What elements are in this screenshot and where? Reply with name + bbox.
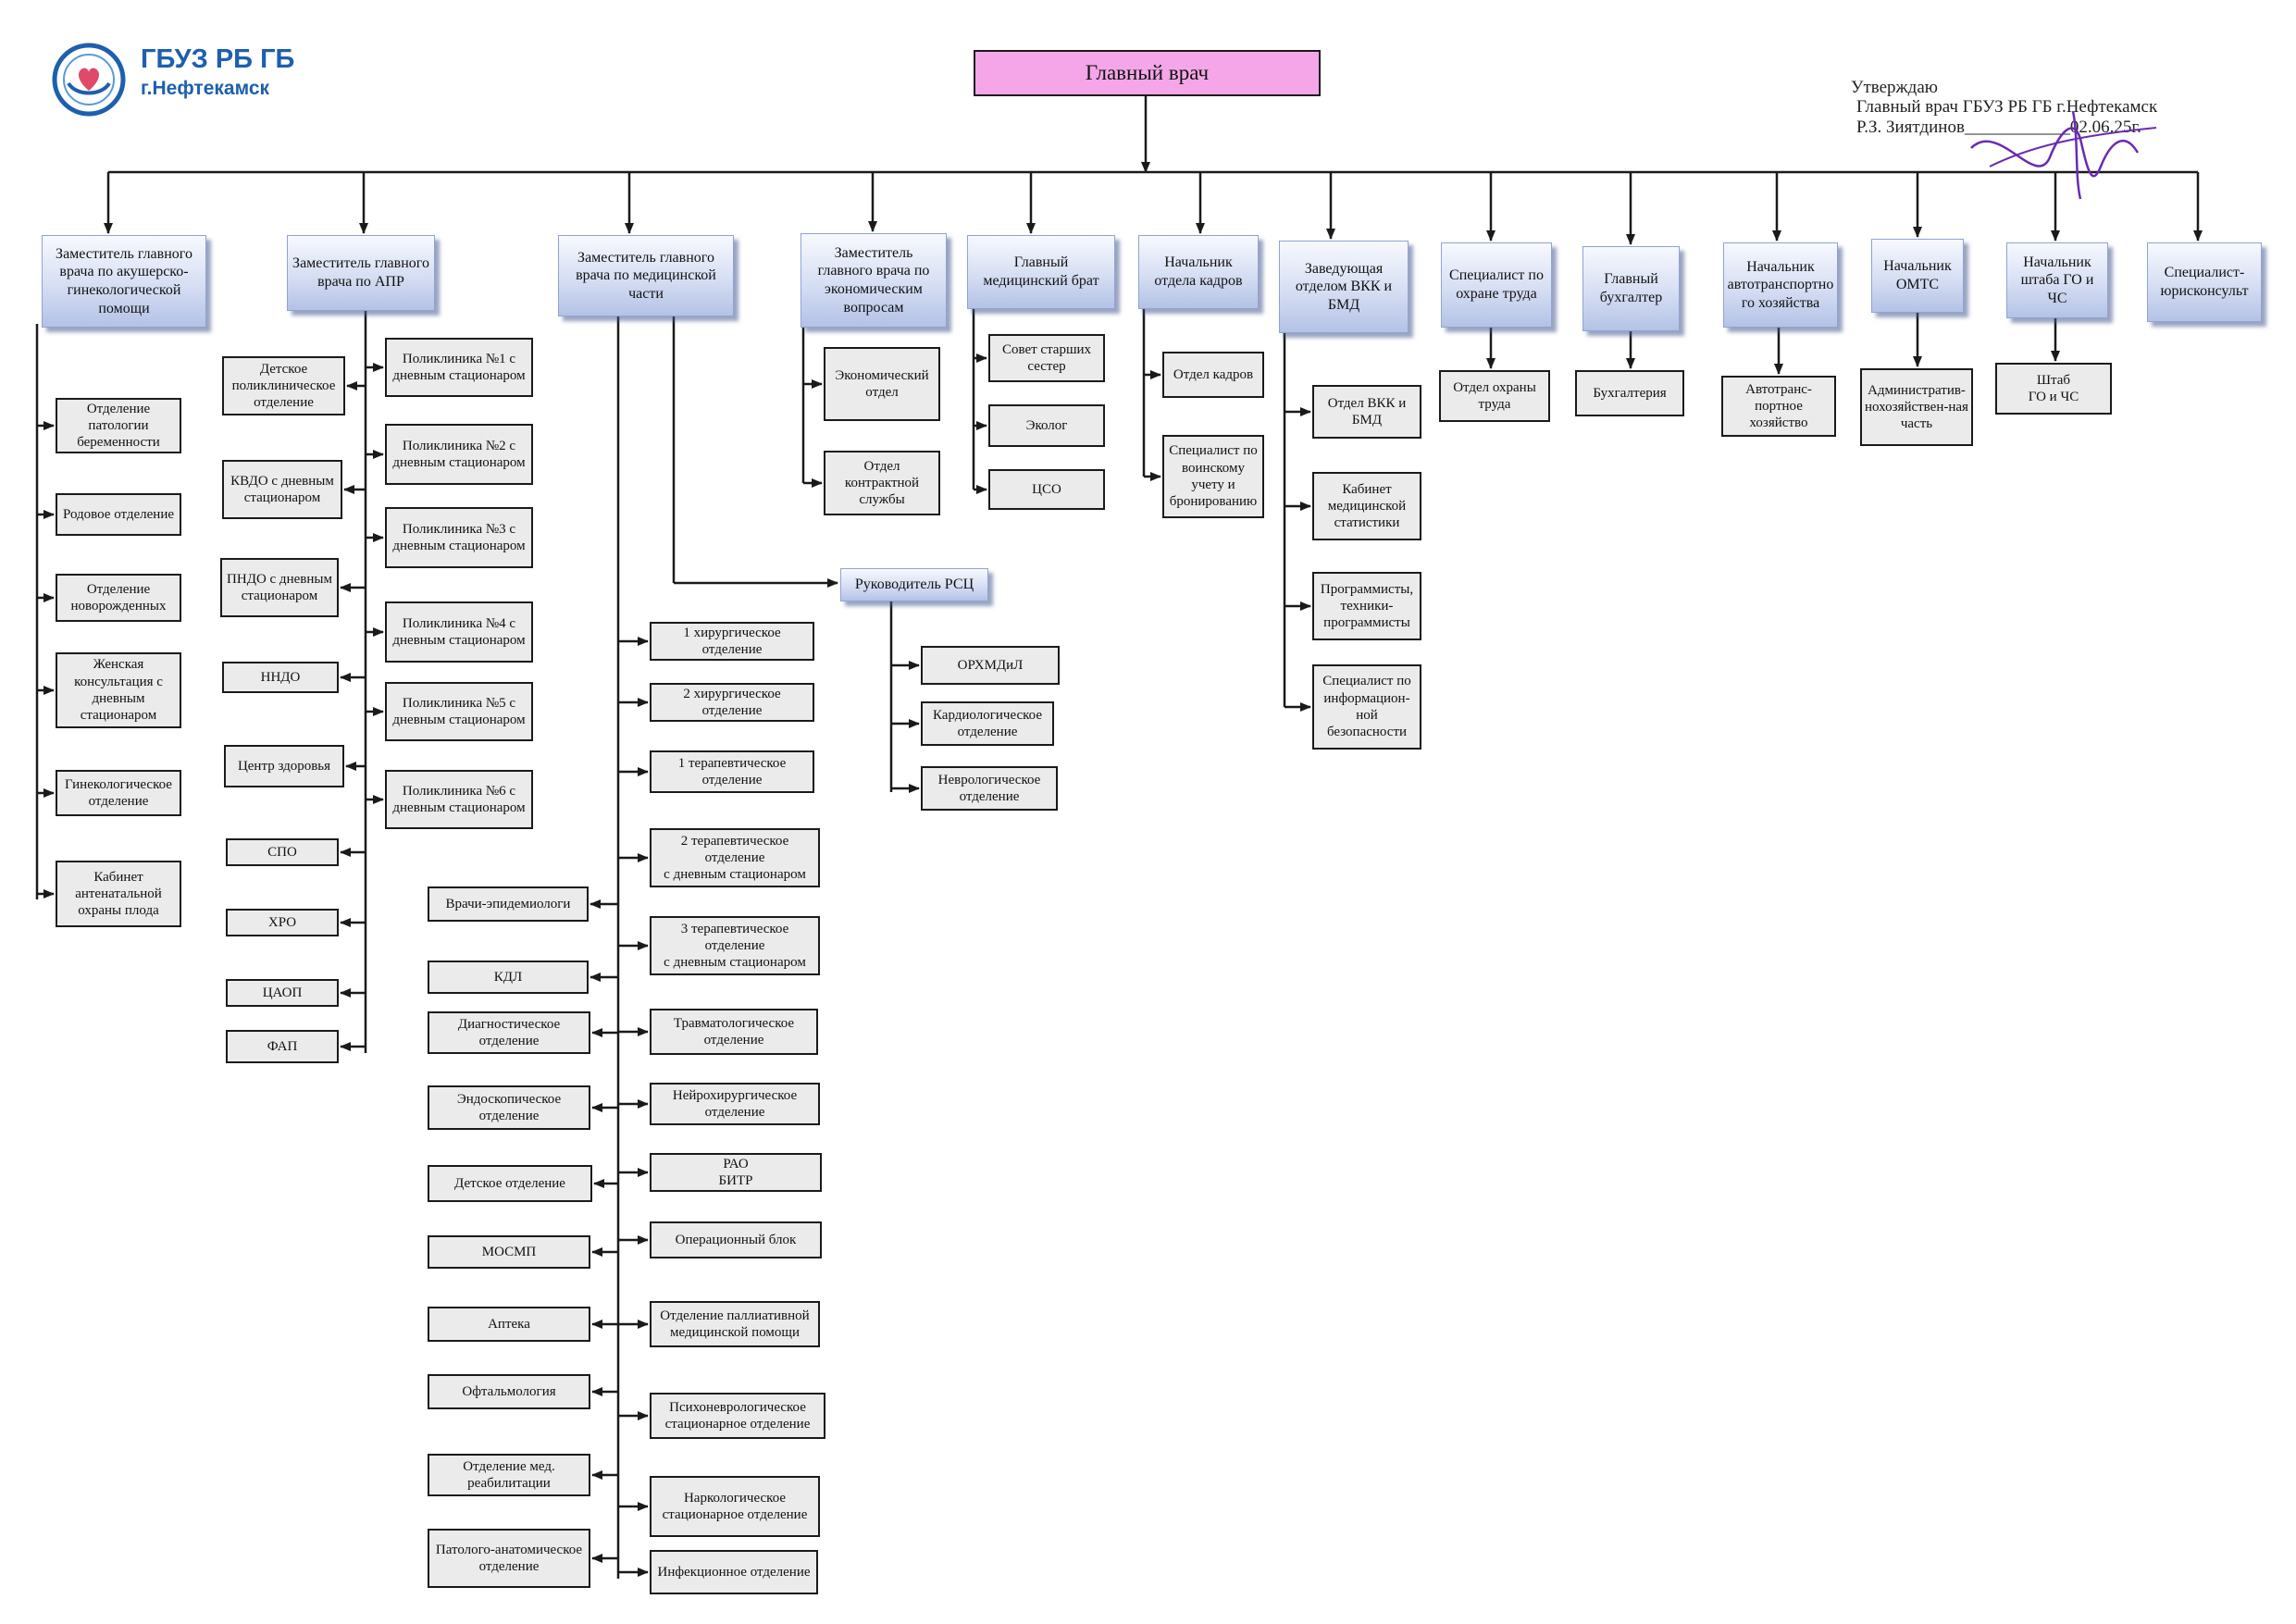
head-accountant: Главный бухгалтер (1582, 246, 1680, 331)
apr-right-unit: Поликлиника №4 с дневным стационаром (385, 601, 533, 663)
rsc-unit: Неврологическое отделение (921, 766, 1058, 811)
medical-right-unit: Инфекционное отделение (650, 1550, 818, 1594)
medical-left-unit: Эндоскопическое отделение (428, 1085, 590, 1130)
apr-right-unit: Поликлиника №6 с дневным стационаром (385, 770, 533, 829)
rsc-unit: Кардиологическое отделение (921, 701, 1054, 746)
obstetrics-unit: Отделение патологии беременности (56, 398, 181, 453)
medical-left-unit: Врачи-эпидемиологи (428, 886, 589, 922)
head-labor: Специалист по охране труда (1441, 242, 1552, 328)
apr-left-unit: КВДО с дневным стационаром (222, 460, 342, 519)
economic-unit: Отдел контрактной службы (824, 451, 940, 515)
logo-emblem-icon (52, 43, 126, 117)
medical-right-unit: Психоневрологическое стационарное отделе… (650, 1393, 825, 1439)
vkk-unit: Кабинет медицинской статистики (1312, 472, 1421, 540)
staff-unit: Штаб ГО и ЧС (1995, 363, 2112, 415)
medical-left-unit: МОСМП (428, 1235, 590, 1269)
labor-unit: Отдел охраны труда (1439, 370, 1550, 422)
apr-left-unit: ФАП (226, 1030, 339, 1063)
approval-line-2: Главный врач ГБУЗ РБ ГБ г.Нефтекамск (1856, 97, 2158, 118)
transport-unit: Автотранс-портное хозяйство (1721, 376, 1836, 437)
head-vkk: Заведующая отделом ВКК и БМД (1279, 241, 1409, 333)
obstetrics-unit: Гинекологическое отделение (56, 770, 181, 816)
head-rsc: Руководитель РСЦ (840, 568, 988, 601)
apr-right-unit: Поликлиника №1 с дневным стационаром (385, 338, 533, 397)
approval-line-3: Р.З. Зиятдинов____________02.06.25г. (1856, 117, 2141, 137)
apr-right-unit: Поликлиника №5 с дневным стационаром (385, 682, 533, 741)
medical-left-unit: Отделение мед. реабилитации (428, 1454, 590, 1496)
medical-left-unit: Аптека (428, 1307, 590, 1342)
medical-right-unit: 3 терапевтическое отделение с дневным ст… (650, 916, 820, 975)
apr-right-unit: Поликлиника №2 с дневным стационаром (385, 424, 533, 485)
medical-left-unit: Диагностическое отделение (428, 1011, 590, 1054)
rsc-unit: ОРХМДиЛ (921, 646, 1060, 685)
approval-block: Утверждаю Главный врач ГБУЗ РБ ГБ г.Нефт… (1851, 78, 2240, 137)
head-staff: Начальник штаба ГО и ЧС (2006, 242, 2108, 318)
obstetrics-unit: Женская консультация с дневным стационар… (56, 652, 181, 728)
medical-right-unit: 2 хирургическое отделение (650, 683, 814, 722)
apr-left-unit: Детское поликлиническое отделение (222, 356, 345, 415)
head-transport: Начальник автотранспортно го хозяйства (1723, 242, 1838, 328)
medical-right-unit: Наркологическое стационарное отделение (650, 1476, 820, 1537)
vkk-unit: Программисты, техники-программисты (1312, 572, 1421, 640)
medical-right-unit: РАО БИТР (650, 1153, 822, 1192)
medical-right-unit: 2 терапевтическое отделение с дневным ст… (650, 828, 820, 887)
apr-left-unit: ХРО (226, 909, 339, 936)
head-apr: Заместитель главного врача по АПР (287, 235, 435, 311)
logo: ГБУЗ РБ ГБ г.Нефтекамск (52, 43, 320, 117)
nurse-unit: ЦСО (988, 469, 1105, 510)
logo-city: г.Нефтекамск (141, 78, 270, 99)
approval-line-1: Утверждаю (1851, 78, 1938, 97)
apr-left-unit: ННДО (222, 662, 339, 693)
apr-left-unit: ПНДО с дневным стационаром (220, 558, 339, 617)
vkk-unit: Отдел ВКК и БМД (1312, 385, 1421, 439)
head-medical: Заместитель главного врача по медицинско… (558, 235, 734, 316)
head-legal: Специалист-юрисконсульт (2147, 242, 2262, 322)
apr-left-unit: СПО (226, 838, 339, 866)
hr-unit: Специалист по воинскому учету и брониров… (1162, 435, 1264, 518)
medical-left-unit: КДЛ (428, 961, 589, 994)
signature-mark (1970, 110, 2157, 200)
nurse-unit: Совет старших сестер (988, 334, 1105, 382)
obstetrics-unit: Отделение новорожденных (56, 574, 181, 622)
apr-left-unit: Центр здоровья (224, 745, 344, 787)
apr-right-unit: Поликлиника №3 с дневным стационаром (385, 507, 533, 568)
chief-doctor-box: Главный врач (974, 50, 1321, 96)
economic-unit: Экономический отдел (824, 347, 940, 421)
medical-right-unit: 1 терапевтическое отделение (650, 750, 814, 793)
medical-right-unit: Отделение паллиативной медицинской помощ… (650, 1301, 820, 1347)
medical-right-unit: Травматологическое отделение (650, 1009, 818, 1055)
apr-left-unit: ЦАОП (226, 979, 339, 1007)
head-hr: Начальник отдела кадров (1138, 235, 1259, 309)
medical-right-unit: Нейрохирургическое отделение (650, 1083, 820, 1125)
obstetrics-unit: Родовое отделение (56, 493, 181, 536)
head-obstetrics: Заместитель главного врача по акушерско-… (42, 235, 206, 328)
head-economic: Заместитель главного врача по экономичес… (800, 233, 947, 328)
nurse-unit: Эколог (988, 404, 1105, 447)
head-omts: Начальник ОМТС (1871, 239, 1964, 313)
obstetrics-unit: Кабинет антенатальной охраны плода (56, 861, 181, 927)
accountant-unit: Бухгалтерия (1575, 370, 1684, 416)
omts-unit: Административ-нохозяйствен-ная часть (1860, 368, 1973, 446)
medical-left-unit: Офтальмология (428, 1374, 590, 1409)
medical-left-unit: Патолого-анатомическое отделение (428, 1529, 590, 1588)
medical-right-unit: Операционный блок (650, 1221, 822, 1258)
vkk-unit: Специалист по информацион-ной безопаснос… (1312, 664, 1421, 750)
head-nurse: Главный медицинский брат (967, 235, 1115, 309)
medical-left-unit: Детское отделение (428, 1165, 592, 1202)
medical-right-unit: 1 хирургическое отделение (650, 622, 814, 661)
hr-unit: Отдел кадров (1162, 352, 1264, 398)
logo-name: ГБУЗ РБ ГБ (141, 44, 295, 74)
